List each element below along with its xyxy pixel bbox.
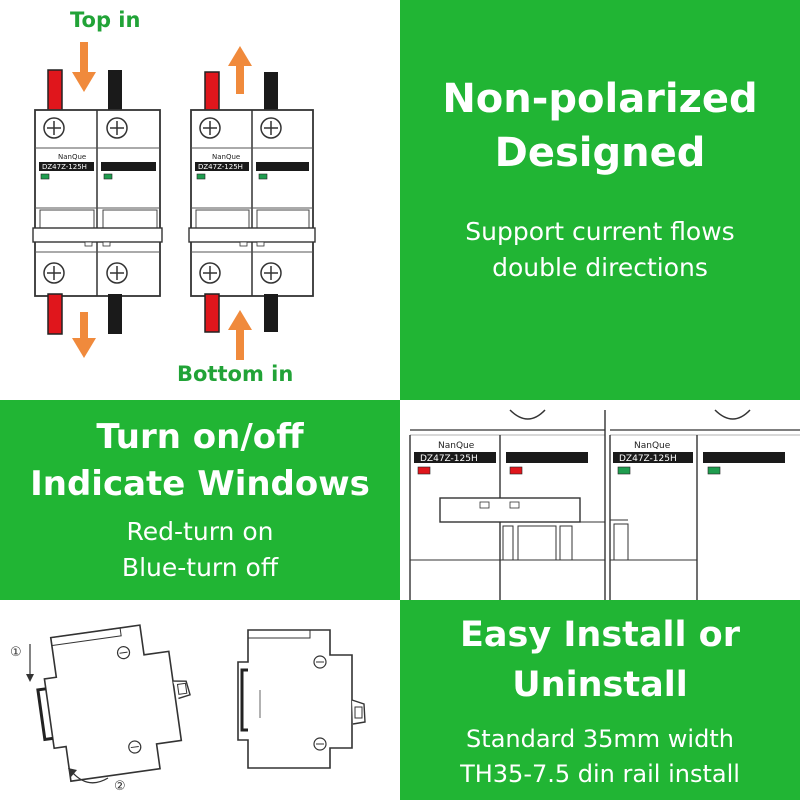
indicate-subtitle-line2: Blue-turn off [121,553,279,582]
easy-install-subtitle-line1: Standard 35mm width [466,725,734,753]
non-polarized-title-line2: Designed [494,130,706,176]
easy-install-title-line1: Easy Install or [460,615,740,655]
easy-install-title-line2: Uninstall [512,665,688,705]
breaker-tilted [36,624,191,783]
non-polarized-subtitle-line2: double directions [492,253,708,282]
breaker-left-brand: NanQue [58,153,86,161]
breaker-left-model: DZ47Z-125H [42,163,87,171]
top-in-label: Top in [70,8,141,32]
breaker-right: NanQue DZ47Z-125H [188,71,316,333]
indicate-title-line1: Turn on/off [96,417,304,457]
indicator-green-right [707,466,721,475]
indicate-subtitle-line1: Red-turn on [126,517,274,546]
arrow-down-top-icon [72,42,96,92]
din-rail-install-diagram: ① ② [10,624,366,794]
indicator-red-left [417,466,431,475]
arrow-down-bottom-icon [72,312,96,358]
easy-install-subtitle-line2: TH35-7.5 din rail install [460,760,740,788]
indicator-closeup-diagram: NanQue DZ47Z-125H NanQue DZ47Z-125H [409,409,800,600]
closeup-right-model: DZ47Z-125H [619,454,677,464]
easy-install-panel: Easy Install or Uninstall Standard 35mm … [400,600,800,800]
non-polarized-panel: Non-polarized Designed Support current f… [400,0,800,400]
bottom-in-label: Bottom in [177,362,294,386]
breaker-right-brand: NanQue [212,153,240,161]
non-polarized-subtitle-line1: Support current flows [465,217,735,246]
indicator-green-left [617,466,631,475]
breaker-right-model: DZ47Z-125H [198,163,243,171]
indicate-title-line2: Indicate Windows [30,464,370,504]
indicator-red-right [509,466,523,475]
closeup-right-brand: NanQue [634,441,671,451]
indicate-windows-panel: Turn on/off Indicate Windows Red-turn on… [0,400,400,600]
non-polarized-title-line1: Non-polarized [442,76,758,122]
arrow-up-bottom-icon [228,310,252,360]
arrow-rotate-icon [68,768,109,784]
breaker-direction-panel: Top in Bottom in NanQue DZ47Z-125H [0,0,400,400]
arrow-up-top-icon [228,46,252,94]
step-1-marker: ① [10,645,22,660]
step-2-marker: ② [114,779,126,794]
breaker-mounted [237,629,366,769]
install-diagram-panel: ① ② [0,600,400,800]
breaker-left: NanQue DZ47Z-125H [32,69,163,335]
closeup-left-brand: NanQue [438,441,475,451]
arrow-down-step-icon [26,644,34,682]
indicator-closeup-panel: NanQue DZ47Z-125H NanQue DZ47Z-125H [400,400,800,600]
closeup-left-model: DZ47Z-125H [420,454,478,464]
breaker-diagram: NanQue DZ47Z-125H [32,42,316,360]
